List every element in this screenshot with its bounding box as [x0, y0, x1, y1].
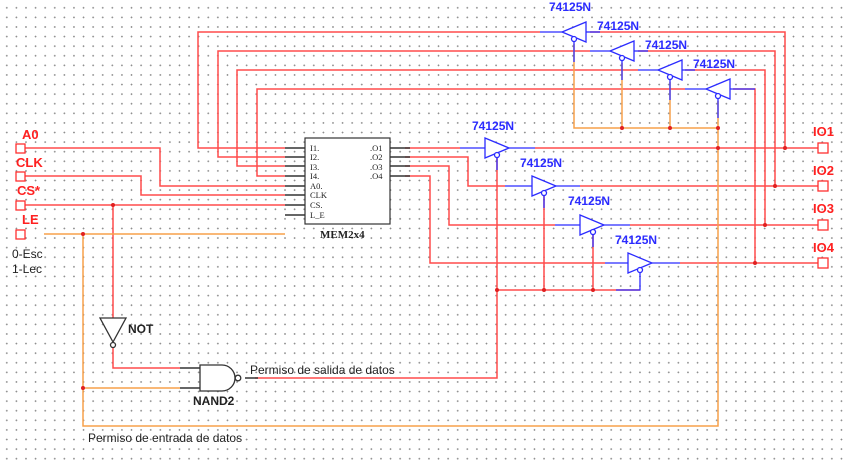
buffer-label-in4: 74125N — [693, 57, 735, 71]
wire-clk — [24, 175, 285, 196]
port-le[interactable] — [15, 229, 26, 240]
buffer-label-out4: 74125N — [615, 233, 657, 247]
wire-a0 — [24, 147, 285, 187]
mem-pin-o2: .O2 — [370, 152, 383, 162]
mem-pin-a0: A0. — [310, 181, 323, 191]
input-enable-label: Permiso de entrada de datos — [88, 431, 242, 445]
memory-block[interactable] — [304, 137, 391, 225]
port-label-io3: IO3 — [813, 201, 834, 216]
buffer-io2-in[interactable] — [590, 40, 648, 80]
buffer-io1-in[interactable] — [540, 21, 600, 62]
wire-io3-feedback — [685, 69, 766, 225]
buffer-io4-out[interactable] — [605, 252, 680, 291]
port-clk[interactable] — [15, 171, 26, 182]
mem-pin-o4: .O4 — [370, 171, 383, 181]
wire-o2 — [405, 156, 505, 187]
wire-io2-feedback — [638, 50, 776, 186]
mem-pin-i3: I3. — [310, 162, 319, 172]
memory-label: MEM2x4 — [320, 229, 365, 241]
port-io1[interactable] — [817, 142, 829, 154]
buffer-io2-out[interactable] — [505, 175, 580, 208]
nand-gate[interactable] — [199, 364, 242, 392]
port-io2[interactable] — [817, 180, 829, 192]
port-label-io2: IO2 — [813, 163, 834, 178]
wire-i3 — [236, 69, 638, 167]
port-a0[interactable] — [15, 143, 26, 154]
mem-pin-i4: I4. — [310, 171, 319, 181]
port-io3[interactable] — [817, 219, 829, 231]
wire-output-enable — [255, 290, 498, 379]
port-cs[interactable] — [15, 200, 26, 211]
buffer-io1-out[interactable] — [460, 137, 535, 170]
mem-pin-clk: CLK — [310, 190, 328, 200]
port-label-io1: IO1 — [813, 124, 834, 139]
buffer-io4-in[interactable] — [685, 78, 755, 118]
wire-input-enable — [82, 128, 719, 427]
buffer-label-in3: 74125N — [645, 38, 687, 52]
port-label-clk: CLK — [16, 155, 43, 170]
port-label-cs: CS* — [17, 183, 41, 198]
mem-pin-o3: .O3 — [370, 162, 383, 172]
mem-pin-le: L_E — [310, 210, 325, 220]
wire-io4-feedback — [733, 88, 756, 263]
buffer-io3-in[interactable] — [638, 59, 695, 100]
buffer-label-in2: 74125N — [597, 19, 639, 33]
wire-i1 — [197, 31, 540, 149]
wire-not-to-nand — [112, 345, 180, 369]
le-note-write: 0-Esc — [12, 247, 43, 261]
mem-pin-cs: CS. — [310, 200, 323, 210]
buffer-label-out3: 74125N — [568, 194, 610, 208]
wire-i4 — [256, 88, 685, 177]
wire-i2 — [217, 50, 590, 158]
not-gate-label: NOT — [128, 322, 154, 336]
buffer-label-out2: 74125N — [520, 156, 562, 170]
mem-pin-i1: I1. — [310, 143, 319, 153]
not-gate[interactable] — [98, 317, 128, 349]
mem-pin-o1: .O1 — [370, 143, 383, 153]
mem-pin-i2: I2. — [310, 152, 319, 162]
wire-o3 — [405, 165, 555, 226]
port-label-a0: A0 — [22, 127, 39, 142]
wire-o4 — [405, 175, 605, 264]
le-note-read: 1-Lec — [12, 262, 42, 276]
port-io4[interactable] — [817, 257, 829, 269]
nand-gate-label: NAND2 — [193, 394, 235, 408]
buffer-label-in1: 74125N — [549, 0, 591, 14]
wire-io1-feedback — [590, 31, 786, 148]
buffer-io3-out[interactable] — [555, 214, 630, 247]
port-label-le: LE — [22, 212, 39, 227]
port-label-io4: IO4 — [813, 240, 835, 255]
output-enable-label: Permiso de salida de datos — [250, 363, 395, 377]
buffer-label-out1: 74125N — [472, 119, 514, 133]
